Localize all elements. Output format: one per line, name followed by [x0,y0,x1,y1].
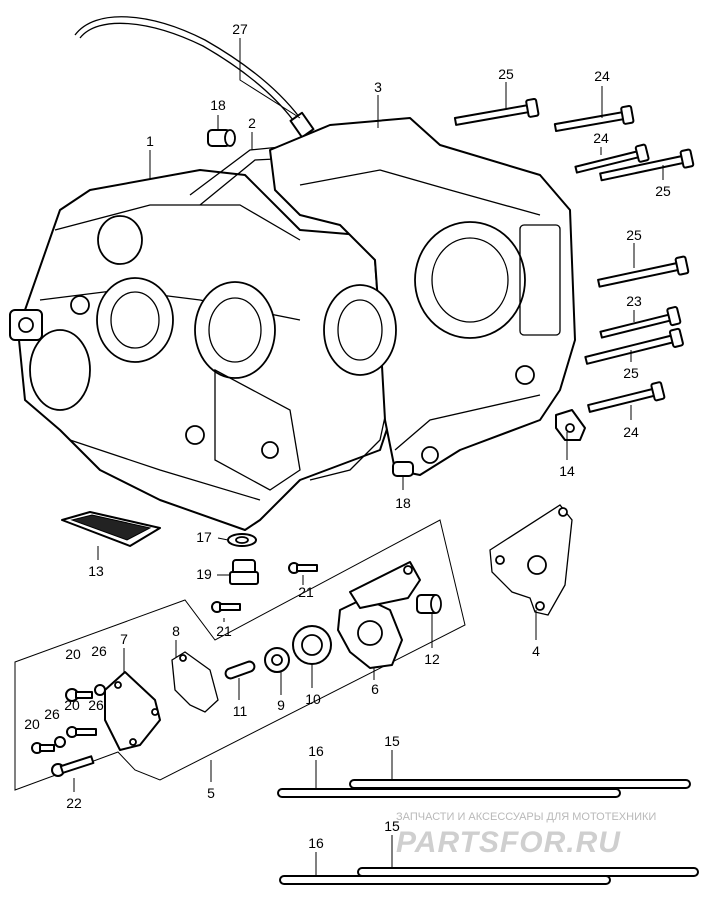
callout-15b: 15 [384,818,400,834]
callout-22: 22 [66,795,82,811]
pump-body [337,561,421,669]
callout-11: 11 [233,703,248,719]
pump-collar [416,594,442,614]
pump-gasket [171,651,219,713]
callout-18b: 18 [395,495,411,511]
callout-27: 27 [232,21,248,37]
callout-16b: 16 [308,835,324,851]
case-bolts [453,97,695,413]
pump-cover [104,671,161,751]
watermark-tagline: ЗАПЧАСТИ И АКСЕССУАРЫ ДЛЯ МОТОТЕХНИКИ [396,811,656,823]
callout-17: 17 [196,529,212,545]
callout-25a: 25 [498,66,514,82]
callout-labels: 1 2 3 4 5 6 7 8 9 10 11 12 13 14 15 15 1… [24,21,671,851]
small-bolts-21 [211,562,318,613]
pump-pin [224,660,256,680]
left-crankcase [9,169,391,531]
callout-2: 2 [248,115,256,131]
callout-25c: 25 [626,227,642,243]
callout-24a: 24 [594,68,610,84]
callout-16a: 16 [308,743,324,759]
oil-strainer-screen [61,511,161,547]
callout-3: 3 [374,79,382,95]
dowel-pins [207,129,414,477]
callout-26a: 26 [91,643,107,659]
pump-rotors [264,625,332,673]
drain-plug-parts [227,533,259,585]
callout-18a: 18 [210,97,226,113]
breather-tube [74,16,315,139]
cover-gasket-4 [489,504,573,616]
callout-7: 7 [120,631,128,647]
callout-20c: 20 [64,697,80,713]
callout-21b: 21 [216,623,232,639]
callout-6: 6 [371,681,379,697]
callout-20a: 20 [65,646,81,662]
pump-cover-bolts [31,684,106,777]
leader-lines [73,38,664,876]
cable-bracket [555,409,586,441]
callout-12: 12 [424,651,440,667]
callout-25b: 25 [655,183,671,199]
callout-13: 13 [88,563,104,579]
callout-24c: 24 [623,424,639,440]
callout-23: 23 [626,293,642,309]
callout-26b: 26 [44,706,60,722]
callout-19: 19 [196,566,212,582]
callout-5: 5 [207,785,215,801]
callout-21a: 21 [298,584,314,600]
callout-4: 4 [532,643,540,659]
watermark: ЗАПЧАСТИ И АКСЕССУАРЫ ДЛЯ МОТОТЕХНИКИ PA… [396,811,656,859]
callout-1: 1 [146,133,154,149]
callout-24b: 24 [593,130,609,146]
callout-14: 14 [559,463,575,479]
callout-8: 8 [172,623,180,639]
callout-26c: 26 [88,697,104,713]
long-studs [277,779,699,885]
callout-10: 10 [305,691,321,707]
callout-15a: 15 [384,733,400,749]
watermark-logo: PARTSFOR.RU [396,826,621,859]
callout-25d: 25 [623,365,639,381]
callout-9: 9 [277,697,285,713]
right-crankcase [269,117,576,476]
callout-20b: 20 [24,716,40,732]
